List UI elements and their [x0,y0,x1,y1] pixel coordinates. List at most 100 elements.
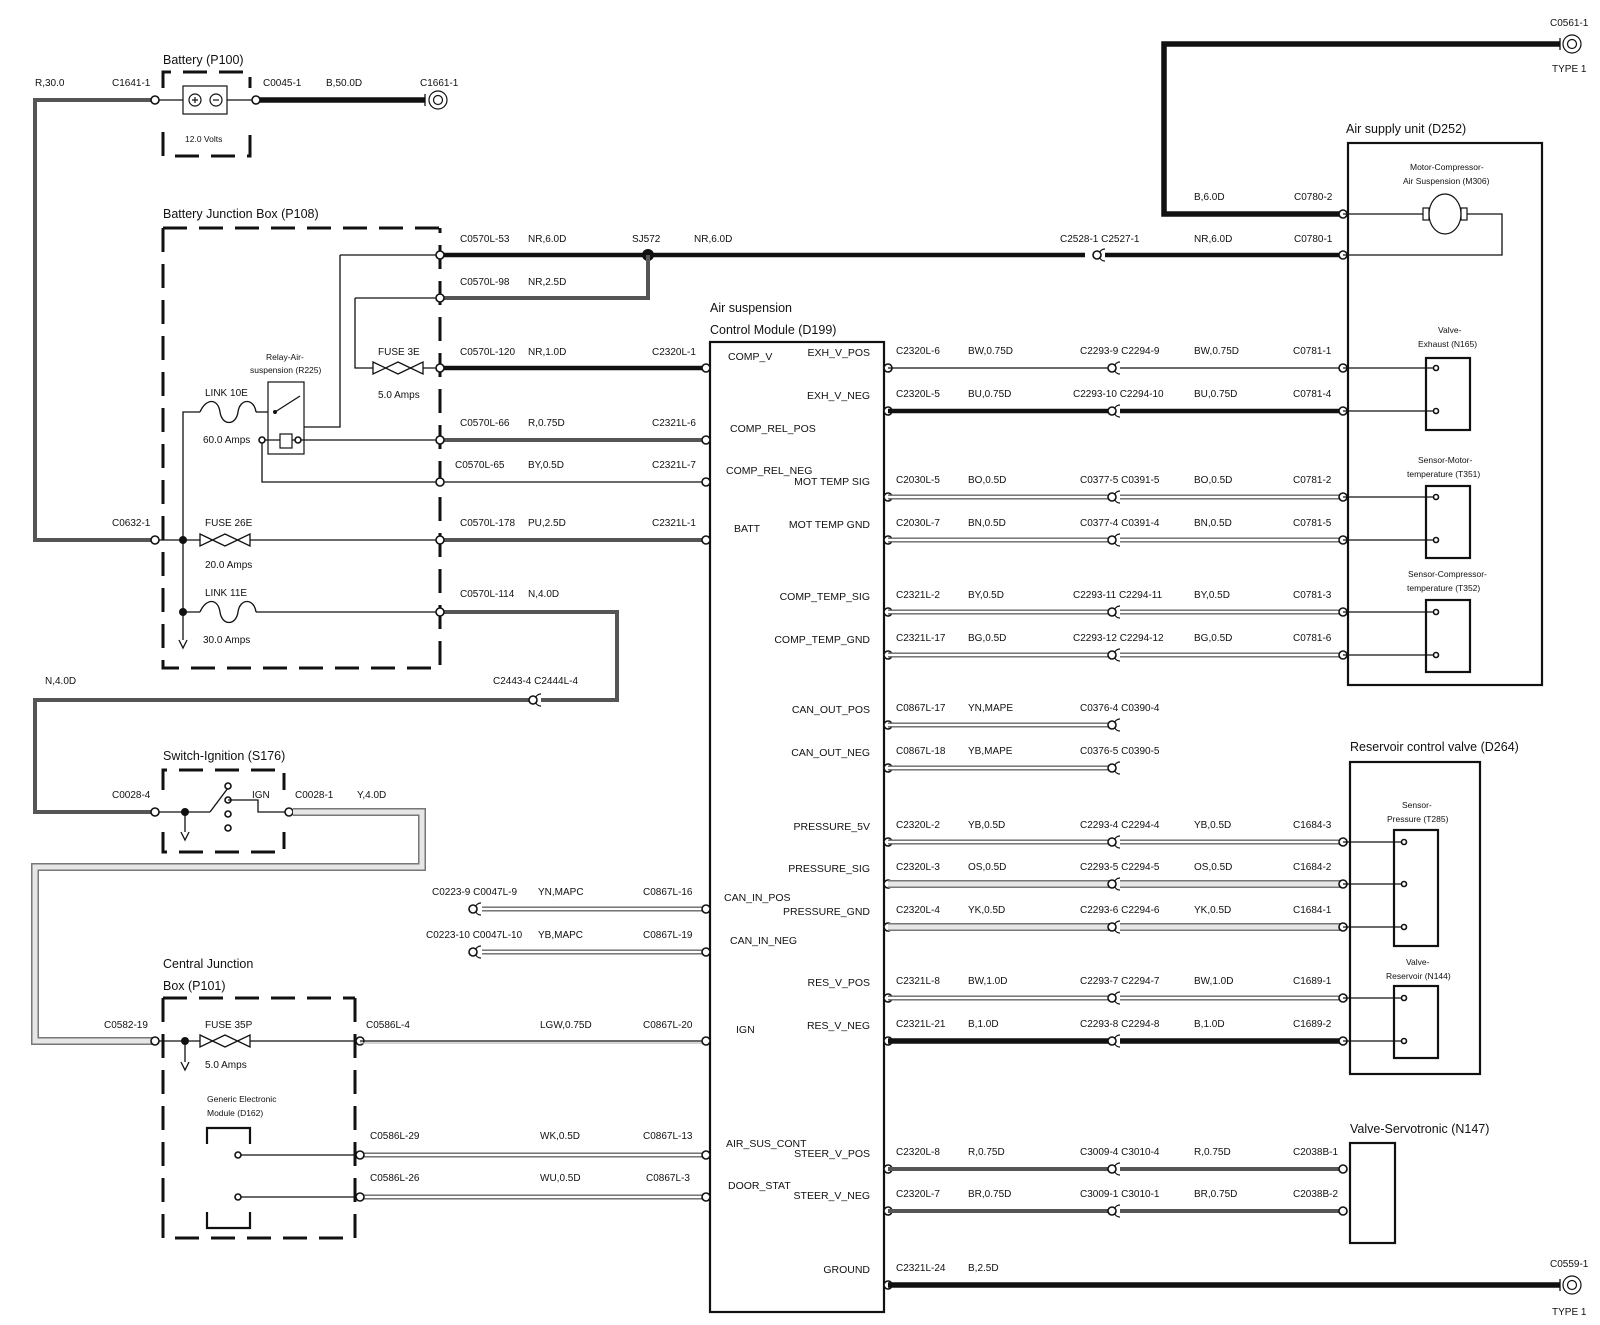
row-7-wire-a: YB,MAPE [968,746,1013,757]
row-3-conn-e: C0781-5 [1293,518,1332,529]
row-14-wire-a: BR,0.75D [968,1189,1011,1200]
c0867-13-label: C0867L-13 [643,1131,693,1142]
c0867-19-label: C0867L-19 [643,930,693,941]
c2321-7-label: C2321L-7 [652,460,696,471]
b500-label: B,50.0D [326,78,362,89]
motor-compressor-icon [1343,193,1503,256]
c0867-16-label: C0867L-16 [643,887,693,898]
pin-right-10: PRESSURE_GND [783,906,870,918]
c0045-label: C0045-1 [263,78,302,89]
c0559-type: TYPE 1 [1552,1307,1587,1318]
pin-right-3: MOT TEMP GND [789,519,871,531]
row-9-wire-b: OS,0.5D [1194,862,1232,873]
fuse3e-rating: 5.0 Amps [378,390,420,401]
sj572-label: SJ572 [632,234,661,245]
wk-label: WK,0.5D [540,1131,580,1142]
sensor-comp-label-1: Sensor-Compressor- [1408,569,1487,579]
row-10-conn-e: C1684-1 [1293,905,1332,916]
pin-right-6: CAN_OUT_POS [792,704,870,716]
row-14-wire-b: BR,0.75D [1194,1189,1237,1200]
row-0-wire-b: BW,0.75D [1194,346,1239,357]
battery: Battery (P100) 12.0 Volts [161,53,252,158]
pin-left-8: DOOR_STAT [728,1180,791,1192]
relay-label-2: suspension (R225) [250,365,322,375]
motor-label-1: Motor-Compressor- [1410,162,1484,172]
link10e-rating: 60.0 Amps [203,435,250,446]
row-5-conn-c: C2293-12 C2294-12 [1073,633,1164,644]
sensor-press-label-2: Pressure (T285) [1387,814,1449,824]
c2321-6-label: C2321L-6 [652,418,696,429]
wu-label: WU,0.5D [540,1173,581,1184]
row-1-wire-a: BU,0.75D [968,389,1011,400]
row-13-wire-b: R,0.75D [1194,1147,1231,1158]
row-2-wire-b: BO,0.5D [1194,475,1232,486]
fuse26e-rating: 20.0 Amps [205,560,252,571]
servo-title: Valve-Servotronic (N147) [1350,1122,1489,1136]
sensor-motor-label-1: Sensor-Motor- [1418,455,1472,465]
r300-label: R,30.0 [35,78,65,89]
valve-res-label-1: Valve- [1406,957,1430,967]
central-junction-box: Central Junction Box (P101) FUSE 35P 5.0… [155,957,360,1240]
pin-right-2: MOT TEMP SIG [794,476,870,488]
row-10-wire-a: YK,0.5D [968,905,1005,916]
r075-label: R,0.75D [528,418,565,429]
row-15-wire-a: B,2.5D [968,1263,999,1274]
c0632-label: C0632-1 [112,518,151,529]
link-10e: LINK 10E 60.0 Amps [199,388,257,446]
b60-wire [1161,41,1560,217]
ynmapc-label: YN,MAPC [538,887,584,898]
ground-c1661-icon [424,90,448,110]
row-3-wire-a: BN,0.5D [968,518,1006,529]
sensor-motor-label-2: temperature (T351) [1407,469,1480,479]
row-7-conn-a: C0867L-18 [896,746,946,757]
nr25-wire [440,255,650,300]
pin-right-15: GROUND [823,1264,870,1276]
row-15-conn-a: C2321L-24 [896,1263,946,1274]
row-14-conn-e: C2038B-2 [1293,1189,1338,1200]
row-5-wire-b: BG,0.5D [1194,633,1232,644]
ground-c0561-icon [1559,34,1582,54]
nr60-label: NR,6.0D [1194,234,1232,245]
link11e-rating: 30.0 Amps [203,635,250,646]
row-11-wire-b: BW,1.0D [1194,976,1233,987]
row-1-conn-e: C0781-4 [1293,389,1332,400]
module-left-terminals [701,363,711,1202]
fuse26e-name: FUSE 26E [205,518,253,529]
row-12-conn-a: C2321L-21 [896,1019,946,1030]
pin-right-0: EXH_V_POS [808,347,870,359]
row-8-conn-e: C1684-3 [1293,820,1332,831]
row-14-conn-c: C3009-1 C3010-1 [1080,1189,1160,1200]
c0559-label: C0559-1 [1550,1259,1589,1270]
pin-right-11: RES_V_POS [808,977,870,989]
row-3-conn-a: C2030L-7 [896,518,940,529]
pin-right-5: COMP_TEMP_GND [774,634,870,646]
row-7-conn-c: C0376-5 C0390-5 [1080,746,1160,757]
pin-left-7: AIR_SUS_CONT [726,1138,807,1150]
c66-label: C0570L-66 [460,418,510,429]
row-11-conn-e: C1689-1 [1293,976,1332,987]
row-4-conn-c: C2293-11 C2294-11 [1073,590,1163,601]
c0223-9-label: C0223-9 C0047L-9 [432,887,517,898]
row-5-conn-a: C2321L-17 [896,633,946,644]
module-title-2: Control Module (D199) [710,323,836,337]
row-5-wire-a: BG,0.5D [968,633,1006,644]
c0586-4-label: C0586L-4 [366,1020,410,1031]
row-2-conn-a: C2030L-5 [896,475,940,486]
module-title-1: Air suspension [710,301,792,315]
link10e-name: LINK 10E [205,388,248,399]
n40-wire-b [33,698,530,814]
c178-label: C0570L-178 [460,518,515,529]
row-0-conn-e: C0781-1 [1293,346,1332,357]
row-4-wire-b: BY,0.5D [1194,590,1230,601]
c0223-10-label: C0223-10 C0047L-10 [426,930,523,941]
valve-res-label-2: Reservoir (N144) [1386,971,1451,981]
cjb-title-2: Box (P101) [163,979,226,993]
air-supply-unit: Air supply unit (D252) Motor-Compressor-… [1343,122,1544,687]
c98-label: C0570L-98 [460,277,510,288]
c0867-3-label: C0867L-3 [646,1173,690,1184]
pin-right-14: STEER_V_NEG [794,1190,870,1202]
row-13-conn-e: C2038B-1 [1293,1147,1338,1158]
row-12-wire-a: B,1.0D [968,1019,999,1030]
pin-right-12: RES_V_NEG [807,1020,870,1032]
